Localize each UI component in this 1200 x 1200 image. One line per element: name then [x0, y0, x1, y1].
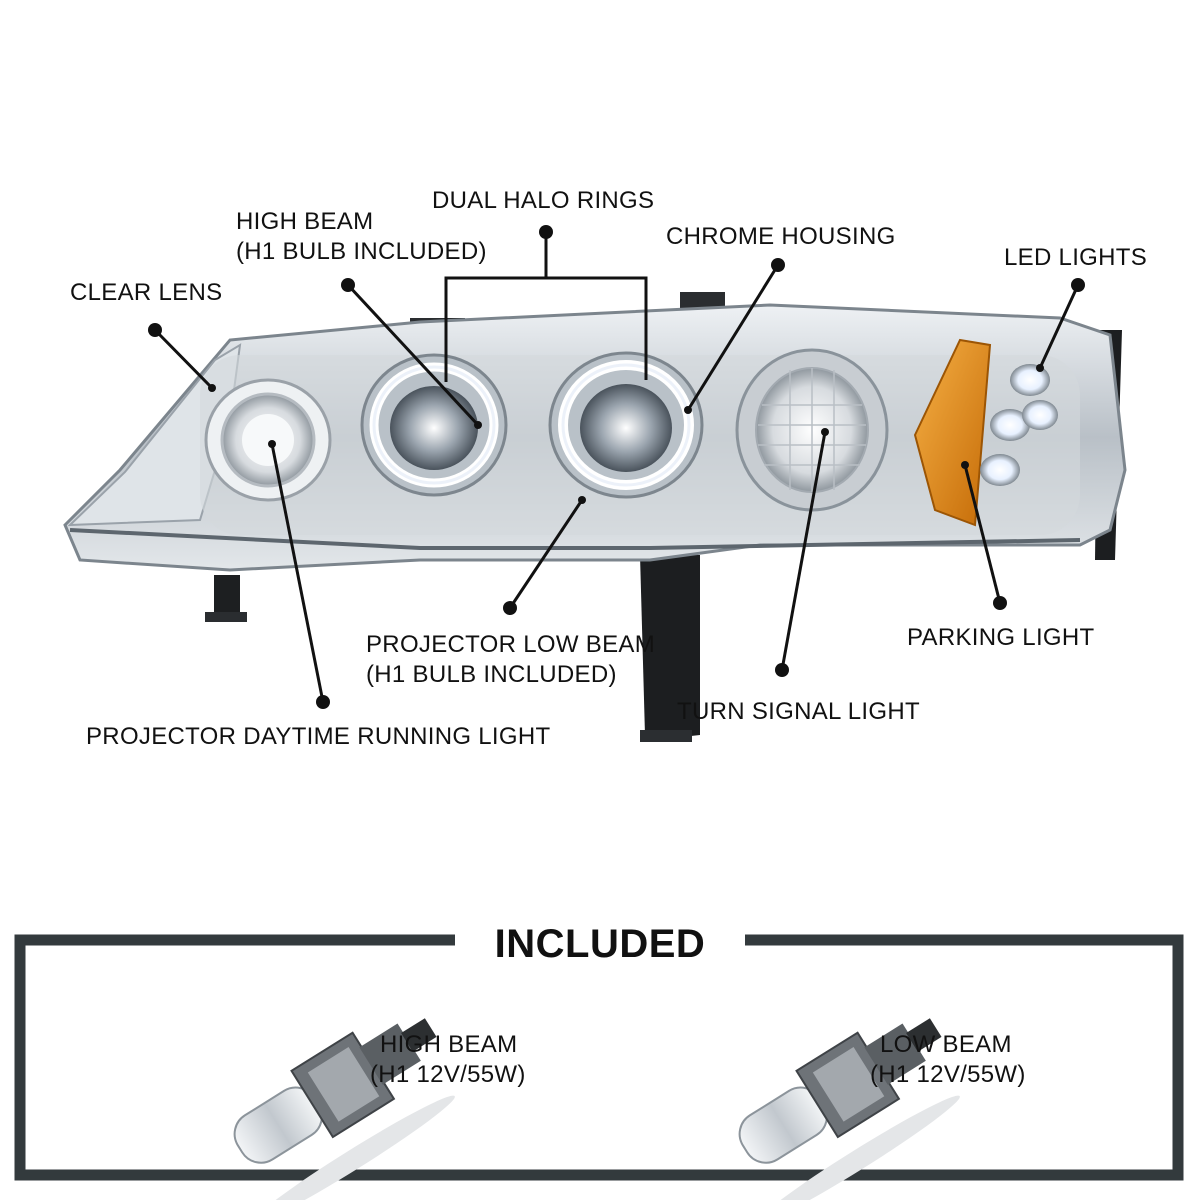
callout-high-beam-line2: (H1 BULB INCLUDED)	[236, 238, 487, 265]
mounting-bracket-left	[205, 575, 247, 622]
callout-parking-light: PARKING LIGHT	[907, 624, 1095, 651]
callout-high-beam-line1: HIGH BEAM	[236, 208, 374, 235]
lens-lower-trim	[69, 528, 1081, 550]
included-title: INCLUDED	[458, 916, 742, 972]
projector-drl	[204, 378, 332, 502]
callout-projector-low-beam: PROJECTOR LOW BEAM (H1 BULB INCLUDED)	[366, 630, 655, 690]
callout-projector-drl: PROJECTOR DAYTIME RUNNING LIGHT	[86, 723, 551, 750]
callout-chrome-housing: CHROME HOUSING	[666, 223, 896, 250]
callout-dot	[539, 225, 553, 239]
callout-projector-low-beam-line1: PROJECTOR LOW BEAM	[366, 631, 655, 658]
included-item-high-beam: HIGH BEAM (H1 12V/55W)	[370, 1030, 526, 1090]
h1-bulb-icon-high-beam	[233, 1018, 455, 1200]
callout-leaders	[153, 264, 1080, 703]
dual-halo-bracket	[444, 232, 648, 382]
mounting-bracket-center	[640, 555, 700, 742]
halo-projector-2	[548, 351, 704, 499]
included-frame	[14, 934, 1184, 1181]
amber-parking-reflector	[913, 338, 992, 527]
included-item-high-beam-line2: (H1 12V/55W)	[370, 1061, 526, 1088]
turn-signal-bulb	[735, 348, 889, 512]
included-item-low-beam-line1: LOW BEAM	[880, 1031, 1012, 1058]
clear-lens-front	[67, 343, 242, 527]
h1-bulb-icon-low-beam	[738, 1018, 960, 1200]
callout-led-lights: LED LIGHTS	[1004, 244, 1148, 271]
callout-projector-low-beam-line2: (H1 BULB INCLUDED)	[366, 661, 617, 688]
included-item-low-beam: LOW BEAM (H1 12V/55W)	[870, 1030, 1026, 1090]
callout-high-beam: HIGH BEAM (H1 BULB INCLUDED)	[236, 207, 487, 267]
halo-projector-1	[360, 353, 508, 497]
included-item-high-beam-line1: HIGH BEAM	[380, 1031, 518, 1058]
included-item-low-beam-line2: (H1 12V/55W)	[870, 1061, 1026, 1088]
callout-dual-halo-rings: DUAL HALO RINGS	[432, 187, 655, 214]
callout-turn-signal-light: TURN SIGNAL LIGHT	[677, 698, 920, 725]
callout-clear-lens: CLEAR LENS	[70, 279, 223, 306]
callout-dots	[148, 258, 1085, 709]
